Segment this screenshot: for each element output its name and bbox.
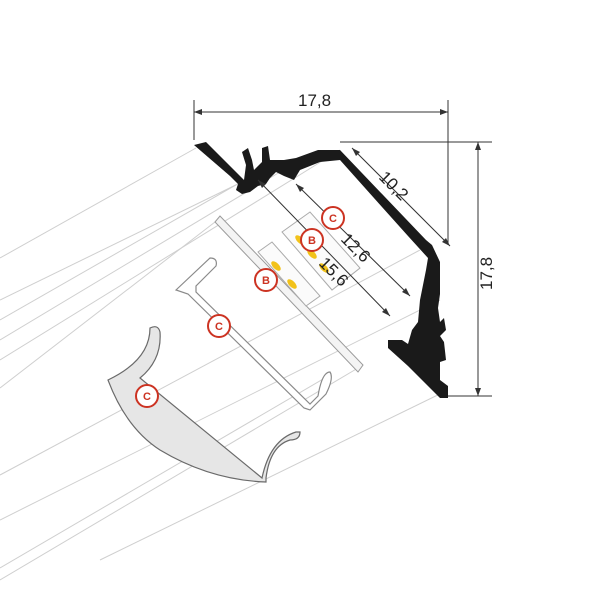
dim-right-height-label: 17,8 bbox=[477, 257, 496, 290]
badge-led-strip-1: B bbox=[300, 228, 324, 252]
round-cover bbox=[107, 326, 301, 483]
extrusion-lines bbox=[0, 147, 449, 581]
dim-inner-width-2 bbox=[257, 179, 391, 317]
dim-right-height bbox=[340, 141, 492, 397]
dim-top-width bbox=[193, 100, 449, 245]
badge-led-strip-1-label: B bbox=[308, 235, 316, 247]
badge-flat-cover-label: C bbox=[215, 321, 223, 333]
dim-top-width-label: 17,8 bbox=[298, 91, 331, 110]
badge-round-cover: C bbox=[135, 384, 159, 408]
badge-led-strip-2: B bbox=[254, 268, 278, 292]
dim-inner-width-1 bbox=[295, 183, 411, 297]
corner-profile-section bbox=[194, 142, 448, 398]
clip-cover bbox=[174, 257, 332, 411]
dim-diagonal-face bbox=[351, 147, 451, 247]
badge-profile-cover-label: C bbox=[329, 213, 337, 225]
badge-profile-cover: C bbox=[321, 206, 345, 230]
badge-round-cover-label: C bbox=[143, 391, 151, 403]
flat-cover bbox=[214, 215, 364, 373]
badge-led-strip-2-label: B bbox=[262, 275, 270, 287]
badge-flat-cover: C bbox=[207, 314, 231, 338]
led-strip-lower bbox=[257, 241, 321, 307]
